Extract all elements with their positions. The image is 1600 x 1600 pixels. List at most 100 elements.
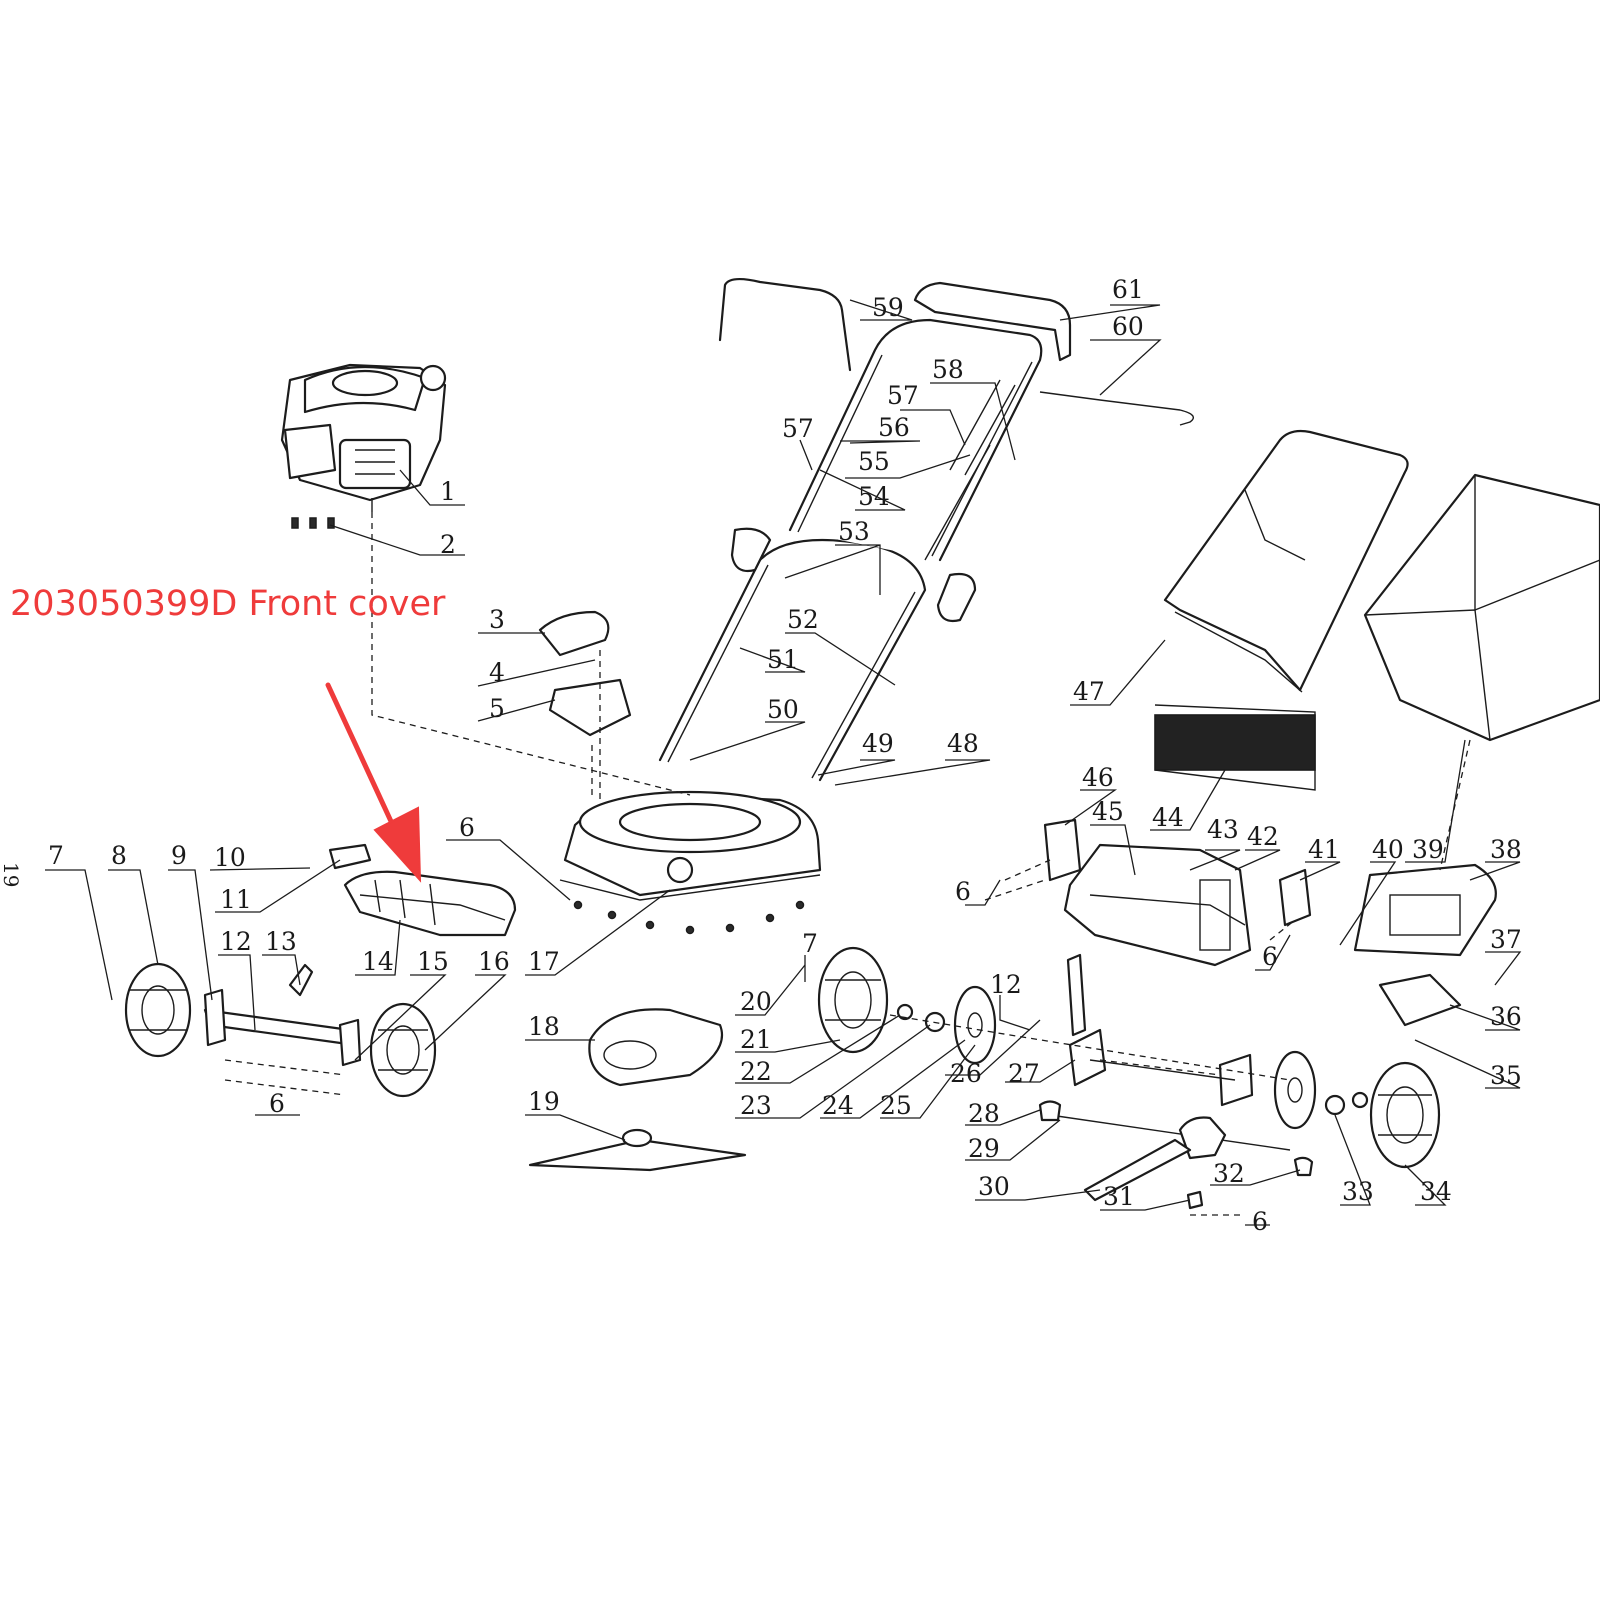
callout-42: 42 bbox=[1247, 822, 1279, 851]
grass-bag-frame-drawing bbox=[1163, 429, 1409, 693]
callout-15: 15 bbox=[417, 947, 449, 976]
callout-12-front: 12 bbox=[220, 927, 252, 956]
engine-drawing bbox=[280, 363, 447, 512]
fan-adapter-drawing bbox=[588, 1008, 724, 1087]
cable-guides-drawing bbox=[924, 379, 1016, 561]
callout-43: 43 bbox=[1207, 815, 1239, 844]
cable-drawing bbox=[1039, 391, 1194, 426]
rear-flap-drawing bbox=[1353, 863, 1497, 957]
rear-guard-drawing bbox=[1378, 973, 1462, 1027]
callout-29: 29 bbox=[968, 1134, 1000, 1163]
bracket-45-46-drawing bbox=[1043, 818, 1082, 882]
drive-axle-drawing bbox=[1049, 1114, 1291, 1160]
callout-31: 31 bbox=[1103, 1182, 1135, 1211]
callout-47: 47 bbox=[1073, 677, 1105, 706]
callout-44: 44 bbox=[1152, 803, 1184, 832]
callout-48: 48 bbox=[947, 729, 979, 758]
callout-2: 2 bbox=[440, 530, 456, 559]
callout-8: 8 bbox=[111, 841, 127, 870]
callout-12-rear: 12 bbox=[990, 970, 1022, 999]
callout-45: 45 bbox=[1092, 797, 1124, 826]
callout-6-rear-left: 6 bbox=[955, 877, 971, 906]
callout-59: 59 bbox=[872, 293, 904, 322]
callout-11: 11 bbox=[220, 885, 252, 914]
callout-24: 24 bbox=[822, 1091, 854, 1120]
deck-drawing bbox=[559, 790, 822, 901]
front-cover-drawing bbox=[343, 870, 517, 937]
rear-gears-drawing bbox=[896, 1003, 1369, 1116]
drive-belt-drawing bbox=[1083, 1138, 1192, 1202]
flap-drawing bbox=[1154, 704, 1316, 791]
callout-1: 1 bbox=[440, 477, 456, 506]
discharge-cover-drawing bbox=[538, 610, 632, 737]
rear-housing-drawing bbox=[1063, 843, 1252, 967]
callout-22: 22 bbox=[740, 1057, 772, 1086]
callout-17: 17 bbox=[528, 947, 560, 976]
callout-32: 32 bbox=[1213, 1159, 1245, 1188]
callout-37: 37 bbox=[1490, 925, 1522, 954]
callout-25: 25 bbox=[880, 1091, 912, 1120]
callout-23: 23 bbox=[740, 1091, 772, 1120]
callout-46: 46 bbox=[1082, 763, 1114, 792]
rear-hubcap-left-drawing bbox=[953, 985, 997, 1065]
callout-50: 50 bbox=[767, 695, 799, 724]
callout-27: 27 bbox=[1008, 1059, 1040, 1088]
callout-34: 34 bbox=[1420, 1177, 1452, 1206]
callout-7-rear: 7 bbox=[802, 929, 818, 958]
callout-7-front: 7 bbox=[48, 841, 64, 870]
callout-13: 13 bbox=[265, 927, 297, 956]
callout-57-left: 57 bbox=[782, 414, 814, 443]
bail-bar-drawing bbox=[718, 278, 852, 372]
callout-41: 41 bbox=[1308, 835, 1340, 864]
callout-20: 20 bbox=[740, 987, 772, 1016]
callout-40: 40 bbox=[1372, 835, 1404, 864]
callout-19: 19 bbox=[528, 1087, 560, 1116]
callout-26: 26 bbox=[950, 1059, 982, 1088]
height-lever-bracket-drawing bbox=[328, 843, 372, 870]
leader-lines bbox=[45, 299, 1522, 1226]
callout-10: 10 bbox=[214, 843, 246, 872]
callout-52: 52 bbox=[787, 605, 819, 634]
rear-hubcap-right-drawing bbox=[1273, 1050, 1317, 1130]
callout-53: 53 bbox=[838, 517, 870, 546]
callout-60: 60 bbox=[1112, 312, 1144, 341]
callout-6-bottom: 6 bbox=[1252, 1207, 1268, 1236]
grass-bag-drawing bbox=[1363, 473, 1600, 742]
callout-18: 18 bbox=[528, 1012, 560, 1041]
callout-3: 3 bbox=[489, 605, 505, 634]
rear-left-wheel-drawing bbox=[817, 946, 889, 1054]
callout-numbers: 1 2 3 4 5 6 7 8 9 10 11 12 13 14 15 16 1… bbox=[48, 275, 1522, 1236]
callout-14: 14 bbox=[362, 947, 394, 976]
deck-screws bbox=[573, 900, 805, 935]
callout-57-right: 57 bbox=[887, 381, 919, 410]
callout-21: 21 bbox=[740, 1025, 772, 1054]
front-axle-drawing bbox=[203, 963, 362, 1067]
callout-61: 61 bbox=[1112, 275, 1144, 304]
callout-36: 36 bbox=[1490, 1002, 1522, 1031]
callout-5: 5 bbox=[489, 694, 505, 723]
callout-56: 56 bbox=[878, 413, 910, 442]
callout-6-rear-right: 6 bbox=[1262, 942, 1278, 971]
callout-33: 33 bbox=[1342, 1177, 1374, 1206]
bracket-41-drawing bbox=[1278, 868, 1312, 927]
callout-38: 38 bbox=[1490, 835, 1522, 864]
front-left-wheel-drawing bbox=[124, 962, 192, 1058]
callout-6-front: 6 bbox=[269, 1089, 285, 1118]
callout-4: 4 bbox=[489, 658, 505, 687]
callout-58: 58 bbox=[932, 355, 964, 384]
callout-9: 9 bbox=[171, 841, 187, 870]
page-edge-number: 19 bbox=[0, 862, 23, 887]
rear-right-wheel-drawing bbox=[1369, 1061, 1441, 1169]
engine-bolts bbox=[291, 517, 335, 529]
callout-55: 55 bbox=[858, 447, 890, 476]
front-right-wheel-drawing bbox=[369, 1002, 437, 1098]
handle-grip-drawing bbox=[913, 281, 1072, 362]
blade-drawing bbox=[528, 1128, 747, 1172]
callout-30: 30 bbox=[978, 1172, 1010, 1201]
callout-6-deck: 6 bbox=[459, 813, 475, 842]
rear-axle-bracket-drawing bbox=[1066, 953, 1254, 1107]
callout-54: 54 bbox=[858, 482, 890, 511]
callout-16: 16 bbox=[478, 947, 510, 976]
